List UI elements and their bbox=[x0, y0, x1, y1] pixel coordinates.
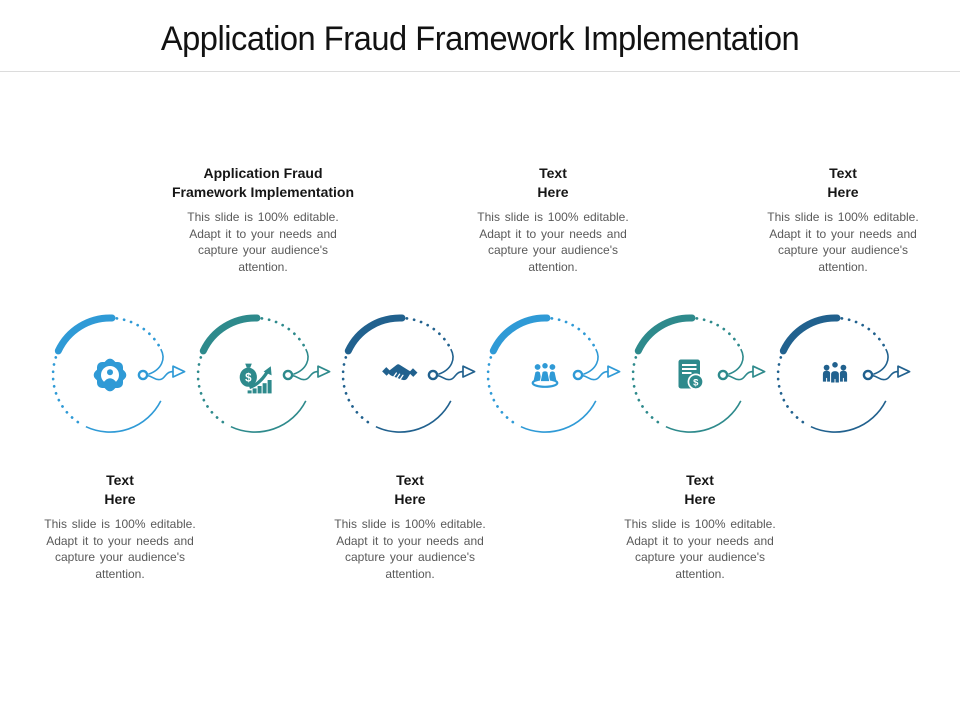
connector-line bbox=[147, 370, 173, 381]
solid-arc-bottom bbox=[810, 400, 887, 433]
text-block-6: Text Here This slide is 100% editable. A… bbox=[735, 164, 951, 275]
connector-knob bbox=[137, 369, 149, 381]
dotted-arc-left bbox=[51, 356, 85, 427]
progress-arc bbox=[634, 314, 696, 355]
solid-arc-bottom bbox=[520, 400, 597, 433]
text-block-5: Text Here This slide is 100% editable. A… bbox=[592, 471, 808, 582]
connector-line bbox=[292, 370, 318, 381]
text-block-1: Text Here This slide is 100% editable. A… bbox=[12, 471, 228, 582]
title-divider bbox=[0, 71, 960, 72]
dotted-arc-left bbox=[196, 356, 230, 427]
spiral-line bbox=[873, 348, 889, 376]
progress-arc bbox=[199, 314, 261, 355]
dotted-arc-left bbox=[341, 356, 375, 427]
connector-line bbox=[437, 370, 463, 381]
dotted-arc-top bbox=[405, 317, 451, 348]
timeline-node-5: $ bbox=[631, 314, 766, 433]
connector-line bbox=[872, 370, 898, 381]
block-heading: Text Here bbox=[104, 472, 136, 508]
svg-text:$: $ bbox=[693, 378, 699, 389]
solid-arc-bottom bbox=[375, 400, 452, 433]
spiral-line bbox=[293, 348, 309, 376]
dotted-arc-top bbox=[550, 317, 596, 348]
arrow-icon bbox=[172, 365, 186, 378]
progress-arc bbox=[489, 314, 551, 355]
connector-knob bbox=[427, 369, 439, 381]
spiral-line bbox=[148, 348, 164, 376]
svg-text:$: $ bbox=[245, 372, 252, 384]
connector-knob bbox=[717, 369, 729, 381]
page-title: Application Fraud Framework Implementati… bbox=[160, 20, 800, 58]
text-block-2: Application Fraud Framework Implementati… bbox=[155, 164, 371, 275]
timeline-node-6 bbox=[776, 314, 911, 433]
timeline-node-1 bbox=[51, 314, 186, 433]
progress-arc bbox=[54, 314, 116, 355]
arrow-icon bbox=[897, 365, 911, 378]
block-body: This slide is 100% editable. Adapt it to… bbox=[187, 210, 339, 274]
arrow-icon bbox=[752, 365, 766, 378]
handshake-icon bbox=[382, 364, 418, 381]
spiral-line bbox=[438, 348, 454, 376]
progress-arc bbox=[344, 314, 406, 355]
progress-arc bbox=[779, 314, 841, 355]
block-heading: Text Here bbox=[537, 165, 569, 201]
dotted-arc-top bbox=[840, 317, 886, 348]
dotted-arc-left bbox=[486, 356, 520, 427]
timeline-node-3 bbox=[341, 314, 476, 433]
arrow-icon bbox=[462, 365, 476, 378]
arrow-icon bbox=[607, 365, 621, 378]
text-block-3: Text Here This slide is 100% editable. A… bbox=[302, 471, 518, 582]
solid-arc-bottom bbox=[665, 400, 742, 433]
block-body: This slide is 100% editable. Adapt it to… bbox=[44, 517, 196, 581]
dotted-arc-left bbox=[631, 356, 665, 427]
dotted-arc-top bbox=[695, 317, 741, 348]
timeline-node-2: $ bbox=[196, 314, 331, 433]
block-heading: Text Here bbox=[827, 165, 859, 201]
money-growth-icon: $ bbox=[239, 363, 272, 394]
dotted-arc-top bbox=[260, 317, 306, 348]
dotted-arc-left bbox=[776, 356, 810, 427]
staff-group-icon bbox=[822, 361, 848, 384]
connector-knob bbox=[862, 369, 874, 381]
connector-knob bbox=[572, 369, 584, 381]
connector-knob bbox=[282, 369, 294, 381]
block-heading: Application Fraud Framework Implementati… bbox=[171, 165, 355, 201]
connector-line bbox=[582, 370, 608, 381]
spiral-line bbox=[728, 348, 744, 376]
spiral-line bbox=[583, 348, 599, 376]
block-body: This slide is 100% editable. Adapt it to… bbox=[334, 517, 486, 581]
block-heading: Text Here bbox=[394, 472, 426, 508]
block-body: This slide is 100% editable. Adapt it to… bbox=[767, 210, 919, 274]
arrow-icon bbox=[317, 365, 331, 378]
invoice-dollar-icon: $ bbox=[678, 359, 705, 391]
block-body: This slide is 100% editable. Adapt it to… bbox=[624, 517, 776, 581]
gear-user-icon bbox=[93, 358, 127, 392]
connector-line bbox=[727, 370, 753, 381]
text-block-4: Text Here This slide is 100% editable. A… bbox=[445, 164, 661, 275]
timeline-node-4 bbox=[486, 314, 621, 433]
block-heading: Text Here bbox=[684, 472, 716, 508]
solid-arc-bottom bbox=[230, 400, 307, 433]
team-platform-icon bbox=[531, 362, 559, 388]
block-body: This slide is 100% editable. Adapt it to… bbox=[477, 210, 629, 274]
dotted-arc-top bbox=[115, 317, 161, 348]
solid-arc-bottom bbox=[85, 400, 162, 433]
